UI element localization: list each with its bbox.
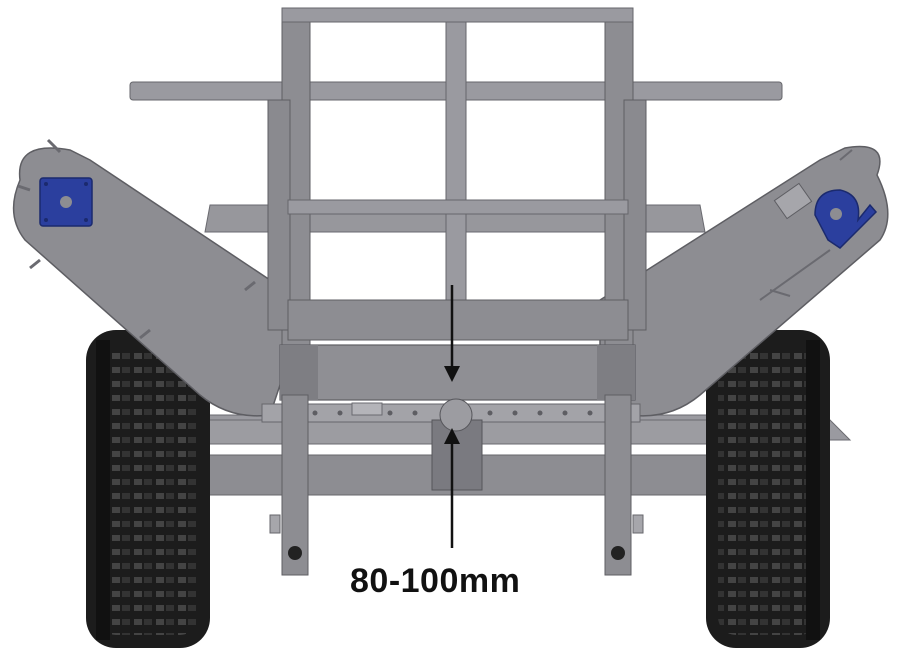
center-hub [431, 398, 483, 491]
upright-frame [267, 7, 647, 369]
dimension-arrow-top [444, 285, 460, 382]
left-bearing-block [39, 177, 93, 227]
main-cross-beam [279, 344, 636, 401]
dimension-label: 80-100mm [350, 562, 521, 600]
dimension-arrow-bottom [444, 428, 460, 548]
left-tire [86, 330, 210, 648]
left-leg [269, 394, 309, 576]
right-bearing-block [814, 189, 878, 249]
right-leg [604, 394, 644, 576]
right-tire [706, 330, 830, 648]
